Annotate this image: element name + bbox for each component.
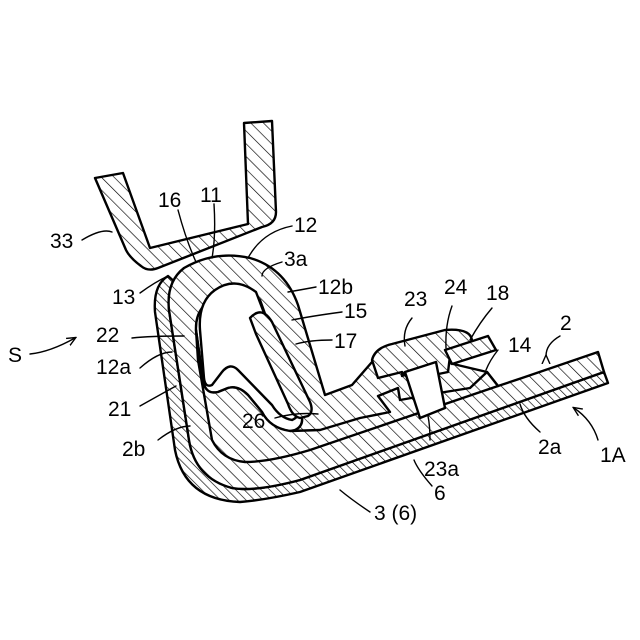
leader-33 bbox=[82, 231, 112, 240]
label-15: 15 bbox=[344, 300, 367, 323]
label-12a: 12a bbox=[96, 356, 131, 379]
label-6: 6 bbox=[434, 482, 446, 505]
arrow-1A bbox=[574, 408, 598, 440]
label-2: 2 bbox=[560, 312, 572, 335]
label-23a: 23a bbox=[424, 458, 459, 481]
leader-11 bbox=[212, 204, 215, 258]
leader-3-6 bbox=[340, 490, 370, 512]
label-26: 26 bbox=[242, 410, 265, 433]
label-23: 23 bbox=[404, 288, 427, 311]
label-12: 12 bbox=[294, 214, 317, 237]
label-11: 11 bbox=[200, 184, 222, 207]
label-13: 13 bbox=[112, 286, 135, 309]
arrow-S bbox=[30, 338, 75, 354]
label-16: 16 bbox=[158, 189, 181, 212]
label-1A: 1A bbox=[600, 444, 626, 467]
label-12b: 12b bbox=[318, 276, 353, 299]
label-2a: 2a bbox=[538, 436, 562, 459]
arrow-2 bbox=[546, 336, 560, 356]
label-S: S bbox=[8, 344, 22, 367]
label-14: 14 bbox=[508, 334, 532, 357]
label-33: 33 bbox=[50, 230, 73, 253]
label-21: 21 bbox=[108, 398, 131, 421]
label-24: 24 bbox=[444, 276, 468, 299]
tool-33 bbox=[95, 121, 276, 270]
label-2b: 2b bbox=[122, 438, 145, 461]
label-3a: 3a bbox=[284, 248, 308, 271]
label-17: 17 bbox=[334, 330, 357, 353]
label-3-6: 3 (6) bbox=[374, 502, 417, 525]
label-18: 18 bbox=[486, 282, 509, 305]
label-22: 22 bbox=[96, 324, 119, 347]
